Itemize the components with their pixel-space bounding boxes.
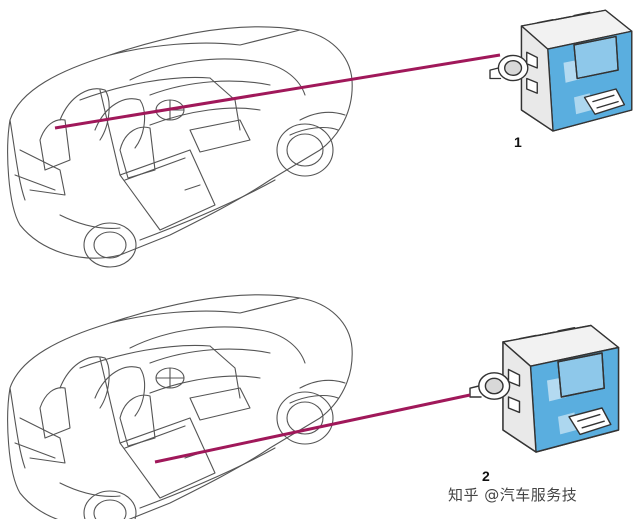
watermark-text: 知乎 @汽车服务技	[448, 486, 578, 504]
control-module-bottom	[469, 324, 620, 453]
car-illustration-bottom	[7, 294, 353, 519]
leader-line-top	[54, 53, 501, 130]
control-module-top	[489, 9, 633, 132]
car-illustration-top	[7, 26, 353, 268]
callout-label-1: 1	[514, 134, 522, 150]
leader-line-bottom	[154, 393, 471, 464]
callout-label-2: 2	[482, 468, 490, 484]
